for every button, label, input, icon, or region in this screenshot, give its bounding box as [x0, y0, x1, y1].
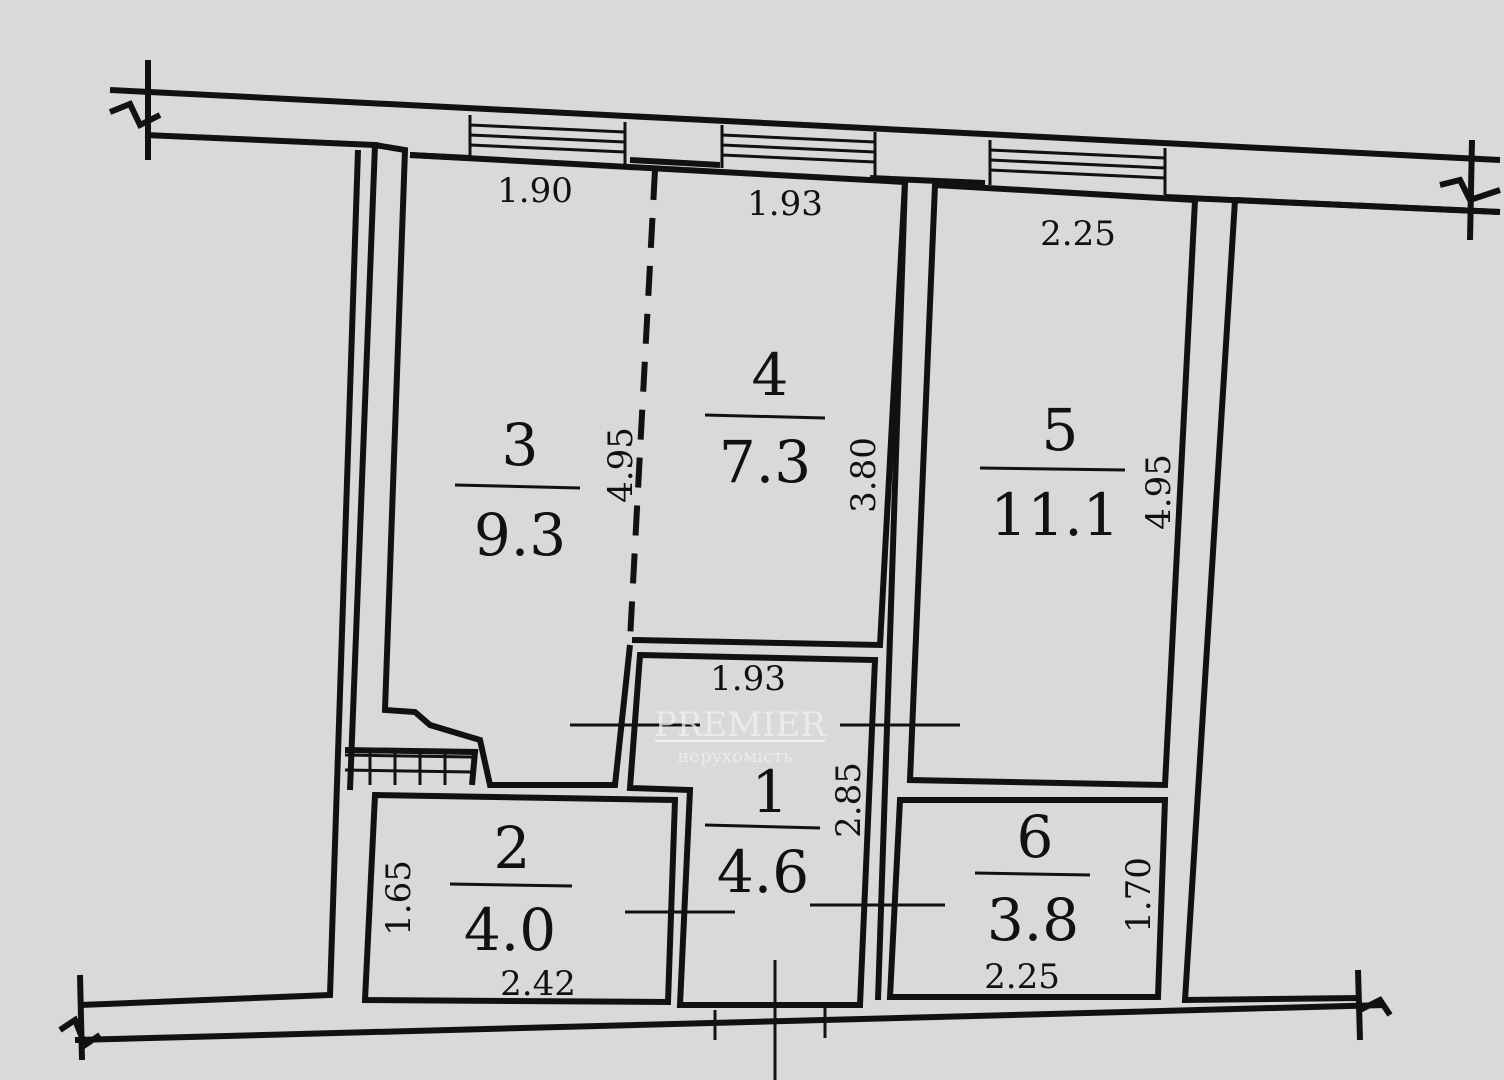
- room-number-5: 5: [1042, 396, 1079, 464]
- fraction-bars: [449, 413, 1126, 888]
- dim-room4-width: 1.93: [747, 184, 823, 224]
- left-outer-wall: [79, 149, 361, 1008]
- top-break-right: [1439, 139, 1501, 241]
- dim-room2-height: 1.65: [379, 860, 419, 936]
- room-number-3: 3: [502, 411, 539, 479]
- room-area-6: 3.8: [987, 886, 1079, 954]
- window-room4: [720, 125, 877, 178]
- windows: [344, 115, 1167, 785]
- dim-room1-width: 1.93: [710, 659, 786, 699]
- room-area-1: 4.6: [717, 838, 809, 906]
- corridor-wall: [344, 181, 908, 1001]
- room-area-2: 4.0: [464, 896, 556, 964]
- room-area-5: 11.1: [990, 481, 1119, 549]
- room-number-2: 2: [494, 814, 531, 882]
- dim-room5-width: 2.25: [1040, 214, 1116, 254]
- room-number-4: 4: [752, 341, 789, 409]
- walls: [58, 60, 1501, 1061]
- dim-room3-length: 4.95: [601, 427, 641, 503]
- watermark: PREMIER нерухомість: [654, 705, 827, 767]
- dimension-labels: 1.90 1.93 2.25 4.95 3.80 4.95 1.93 2.85 …: [379, 171, 1179, 1004]
- dim-room6-width: 2.25: [984, 957, 1060, 997]
- ventilation-block: [344, 752, 473, 785]
- room-area-3: 9.3: [474, 501, 566, 569]
- room2-walls: [361, 791, 679, 1006]
- dim-room4-length: 3.80: [844, 437, 884, 513]
- room6-walls: [886, 797, 1169, 1000]
- dim-room5-length: 4.95: [1139, 454, 1179, 530]
- entrance-door: [713, 960, 827, 1080]
- dim-room2-width: 2.42: [500, 964, 576, 1004]
- room-number-1: 1: [752, 758, 789, 826]
- bottom-wall: [58, 969, 1393, 1061]
- room-area-4: 7.3: [719, 428, 811, 496]
- top-break-left: [108, 60, 162, 160]
- window-room3: [468, 115, 627, 165]
- room5-walls: [906, 181, 1199, 789]
- doors: [570, 723, 960, 1080]
- dim-room1-length: 2.85: [829, 762, 869, 838]
- watermark-subtitle: нерухомість: [677, 746, 793, 767]
- room3-divider: [627, 169, 658, 641]
- right-wall: [1181, 197, 1501, 1004]
- dim-room3-width: 1.90: [497, 171, 573, 211]
- watermark-brand: PREMIER: [654, 705, 827, 745]
- room-labels: 3 9.3 4 7.3 5 11.1 1 4.6 2 4.0 6 3.8: [464, 341, 1120, 964]
- room1-walls: [626, 651, 879, 1008]
- room4-walls: [409, 152, 909, 649]
- top-outer-wall: [109, 87, 1501, 163]
- window-room5: [988, 140, 1167, 195]
- room-number-6: 6: [1017, 803, 1054, 871]
- dim-room6-height: 1.70: [1119, 857, 1159, 933]
